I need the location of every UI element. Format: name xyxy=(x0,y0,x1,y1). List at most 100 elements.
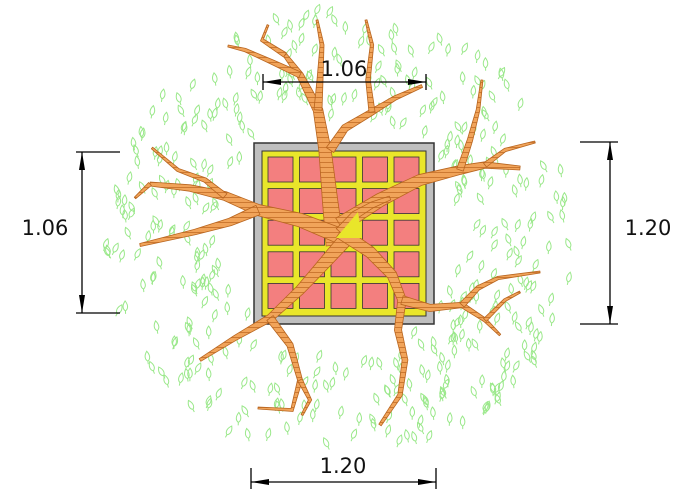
leaf xyxy=(247,53,253,68)
leaf xyxy=(470,385,478,399)
leaf xyxy=(278,350,284,365)
leaf xyxy=(175,91,182,106)
leaf xyxy=(156,255,163,270)
leaf xyxy=(539,160,548,173)
leaf xyxy=(314,3,321,17)
leaf xyxy=(287,19,293,33)
leaf xyxy=(439,90,446,105)
tree-branch xyxy=(227,44,302,79)
leaf xyxy=(389,373,396,387)
leaf xyxy=(323,437,330,450)
leaf xyxy=(411,326,418,340)
leaf xyxy=(298,17,305,31)
leaf xyxy=(178,372,184,386)
leaf xyxy=(471,338,479,351)
leaf xyxy=(424,369,431,383)
leaf xyxy=(470,84,477,99)
leaf xyxy=(459,328,465,343)
leaf xyxy=(177,104,185,118)
leaf xyxy=(113,184,120,198)
leaf xyxy=(312,14,318,29)
leaf xyxy=(127,207,135,220)
leaf xyxy=(124,226,132,240)
leaf xyxy=(206,164,214,178)
leaf xyxy=(202,242,209,257)
leaf xyxy=(157,218,163,233)
dimension-right-label: 1.20 xyxy=(625,216,672,240)
grate-opening xyxy=(393,251,420,278)
leaf xyxy=(351,88,358,103)
leaf xyxy=(399,117,407,130)
leaf xyxy=(517,273,524,288)
leaf xyxy=(163,141,170,156)
leaf xyxy=(490,239,498,252)
leaf xyxy=(445,42,451,57)
leaf xyxy=(368,356,375,371)
leaf xyxy=(490,225,498,239)
leaf xyxy=(501,217,509,231)
leaf xyxy=(193,337,200,350)
leaf xyxy=(447,332,456,345)
leaf xyxy=(119,204,126,219)
leaf xyxy=(222,345,229,360)
leaf xyxy=(236,111,243,126)
leaf xyxy=(454,121,463,134)
leaf xyxy=(548,292,554,306)
leaf xyxy=(194,259,201,273)
leaf xyxy=(130,136,137,151)
leaf xyxy=(461,175,468,190)
leaf xyxy=(211,107,218,121)
leaf xyxy=(328,107,334,122)
leaf xyxy=(194,362,202,375)
leaf xyxy=(194,104,201,118)
leaf xyxy=(244,427,251,442)
leaf xyxy=(557,163,564,178)
leaf xyxy=(225,283,231,298)
leaf xyxy=(111,242,119,256)
leaf xyxy=(531,341,537,355)
grate-opening xyxy=(267,156,294,183)
leaf xyxy=(430,343,438,357)
leaf xyxy=(395,59,402,73)
leaf xyxy=(126,171,133,185)
leaf xyxy=(512,360,520,373)
leaf xyxy=(503,78,510,92)
dimension-right xyxy=(580,141,618,325)
leaf xyxy=(140,278,146,293)
tree-branch xyxy=(198,234,351,362)
leaf xyxy=(282,81,289,96)
leaf xyxy=(280,349,287,363)
leaf xyxy=(517,173,523,188)
leaf xyxy=(565,237,572,251)
leaf xyxy=(513,245,520,259)
leaf xyxy=(447,411,453,426)
leaf xyxy=(329,376,336,391)
leaf xyxy=(215,387,222,401)
leaf xyxy=(132,144,139,158)
leaf xyxy=(427,41,435,55)
leaf xyxy=(187,367,193,382)
leaf xyxy=(198,249,205,263)
leaf xyxy=(192,191,199,206)
leaf xyxy=(459,71,466,85)
leaf xyxy=(148,360,155,374)
leaf xyxy=(122,300,129,314)
leaf xyxy=(280,26,288,40)
leaf xyxy=(528,321,534,336)
leaf xyxy=(341,91,347,106)
leaf xyxy=(530,349,537,363)
leaf xyxy=(265,427,272,442)
tree-branches xyxy=(133,19,541,427)
leaf xyxy=(133,247,141,261)
leaf xyxy=(189,78,196,92)
tree-branch xyxy=(456,79,484,172)
leaf xyxy=(451,344,458,359)
leaf xyxy=(438,149,445,163)
leaf xyxy=(150,270,156,285)
leaf xyxy=(313,398,320,413)
leaf xyxy=(338,405,344,420)
leaf xyxy=(267,382,274,397)
leaf xyxy=(358,35,365,49)
leaf xyxy=(226,64,233,79)
leaf xyxy=(212,72,218,86)
